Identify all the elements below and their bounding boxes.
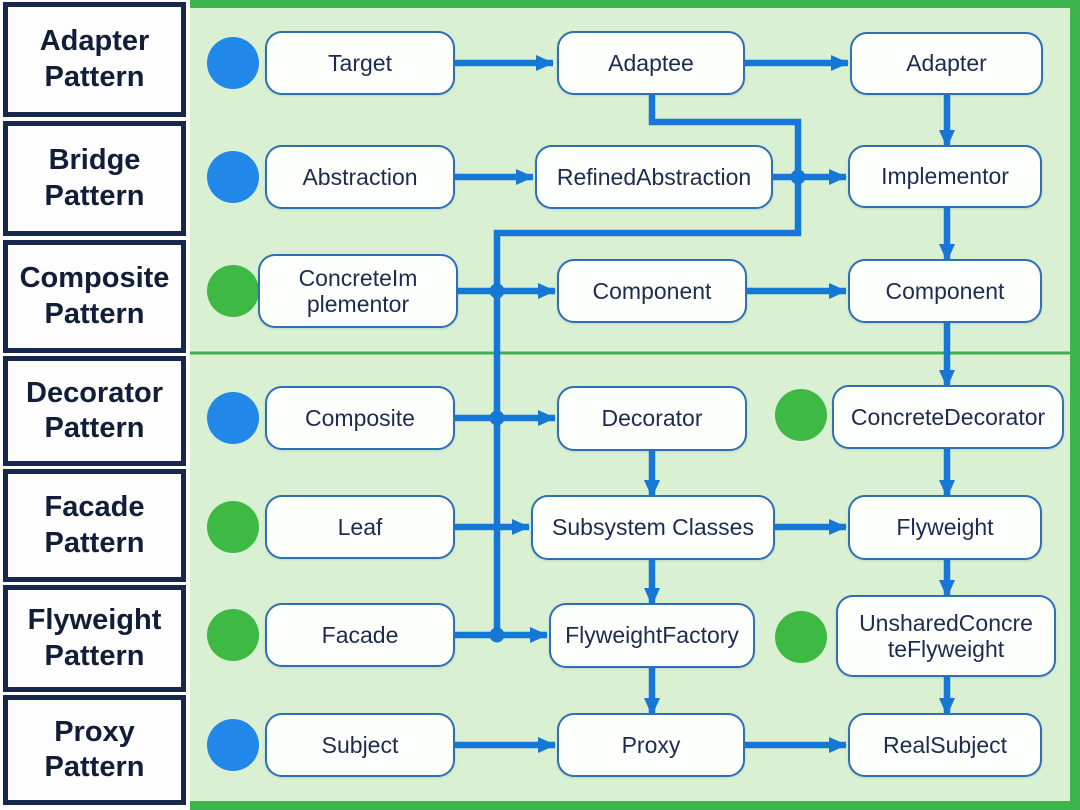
sidebar-item-bridge-pattern: Bridge Pattern bbox=[3, 121, 186, 236]
sidebar-item-composite-pattern: Composite Pattern bbox=[3, 240, 186, 353]
sidebar-item-flyweight-pattern: Flyweight Pattern bbox=[3, 585, 186, 692]
node-flyweight-factory: FlyweightFactory bbox=[549, 603, 755, 668]
marker-circle-composite bbox=[207, 265, 259, 317]
node-leaf: Leaf bbox=[265, 495, 455, 559]
node-refined-abstraction: RefinedAbstraction bbox=[535, 145, 773, 209]
marker-circle-adapter bbox=[207, 37, 259, 89]
node-component-left: Component bbox=[557, 259, 747, 323]
node-subsystem-classes: Subsystem Classes bbox=[531, 495, 775, 560]
sidebar-item-facade-pattern: Facade Pattern bbox=[3, 469, 186, 582]
marker-circle-facade bbox=[207, 501, 259, 553]
sidebar-item-adapter-pattern: Adapter Pattern bbox=[3, 2, 186, 117]
marker-circle-decorator bbox=[207, 392, 259, 444]
marker-circle-unshared-flyweight bbox=[775, 611, 827, 663]
node-flyweight: Flyweight bbox=[848, 495, 1042, 560]
node-facade: Facade bbox=[265, 603, 455, 667]
node-decorator: Decorator bbox=[557, 386, 747, 451]
marker-circle-concrete-decorator bbox=[775, 389, 827, 441]
node-composite: Composite bbox=[265, 386, 455, 450]
marker-circle-bridge bbox=[207, 151, 259, 203]
node-implementor: Implementor bbox=[848, 145, 1042, 208]
marker-circle-proxy bbox=[207, 719, 259, 771]
marker-circle-flyweight bbox=[207, 609, 259, 661]
node-adapter: Adapter bbox=[850, 32, 1043, 95]
node-abstraction: Abstraction bbox=[265, 145, 455, 209]
node-adaptee: Adaptee bbox=[557, 31, 745, 95]
node-component-right: Component bbox=[848, 259, 1042, 323]
node-proxy: Proxy bbox=[557, 713, 745, 777]
sidebar-item-decorator-pattern: Decorator Pattern bbox=[3, 356, 186, 466]
node-real-subject: RealSubject bbox=[848, 713, 1042, 777]
sidebar-item-proxy-pattern: Proxy Pattern bbox=[3, 695, 186, 805]
node-subject: Subject bbox=[265, 713, 455, 777]
node-concrete-implementor: ConcreteIm plementor bbox=[258, 254, 458, 328]
node-target: Target bbox=[265, 31, 455, 95]
node-concrete-decorator: ConcreteDecorator bbox=[832, 385, 1064, 449]
node-unshared-concrete-flyweight: UnsharedConcre teFlyweight bbox=[836, 595, 1056, 677]
